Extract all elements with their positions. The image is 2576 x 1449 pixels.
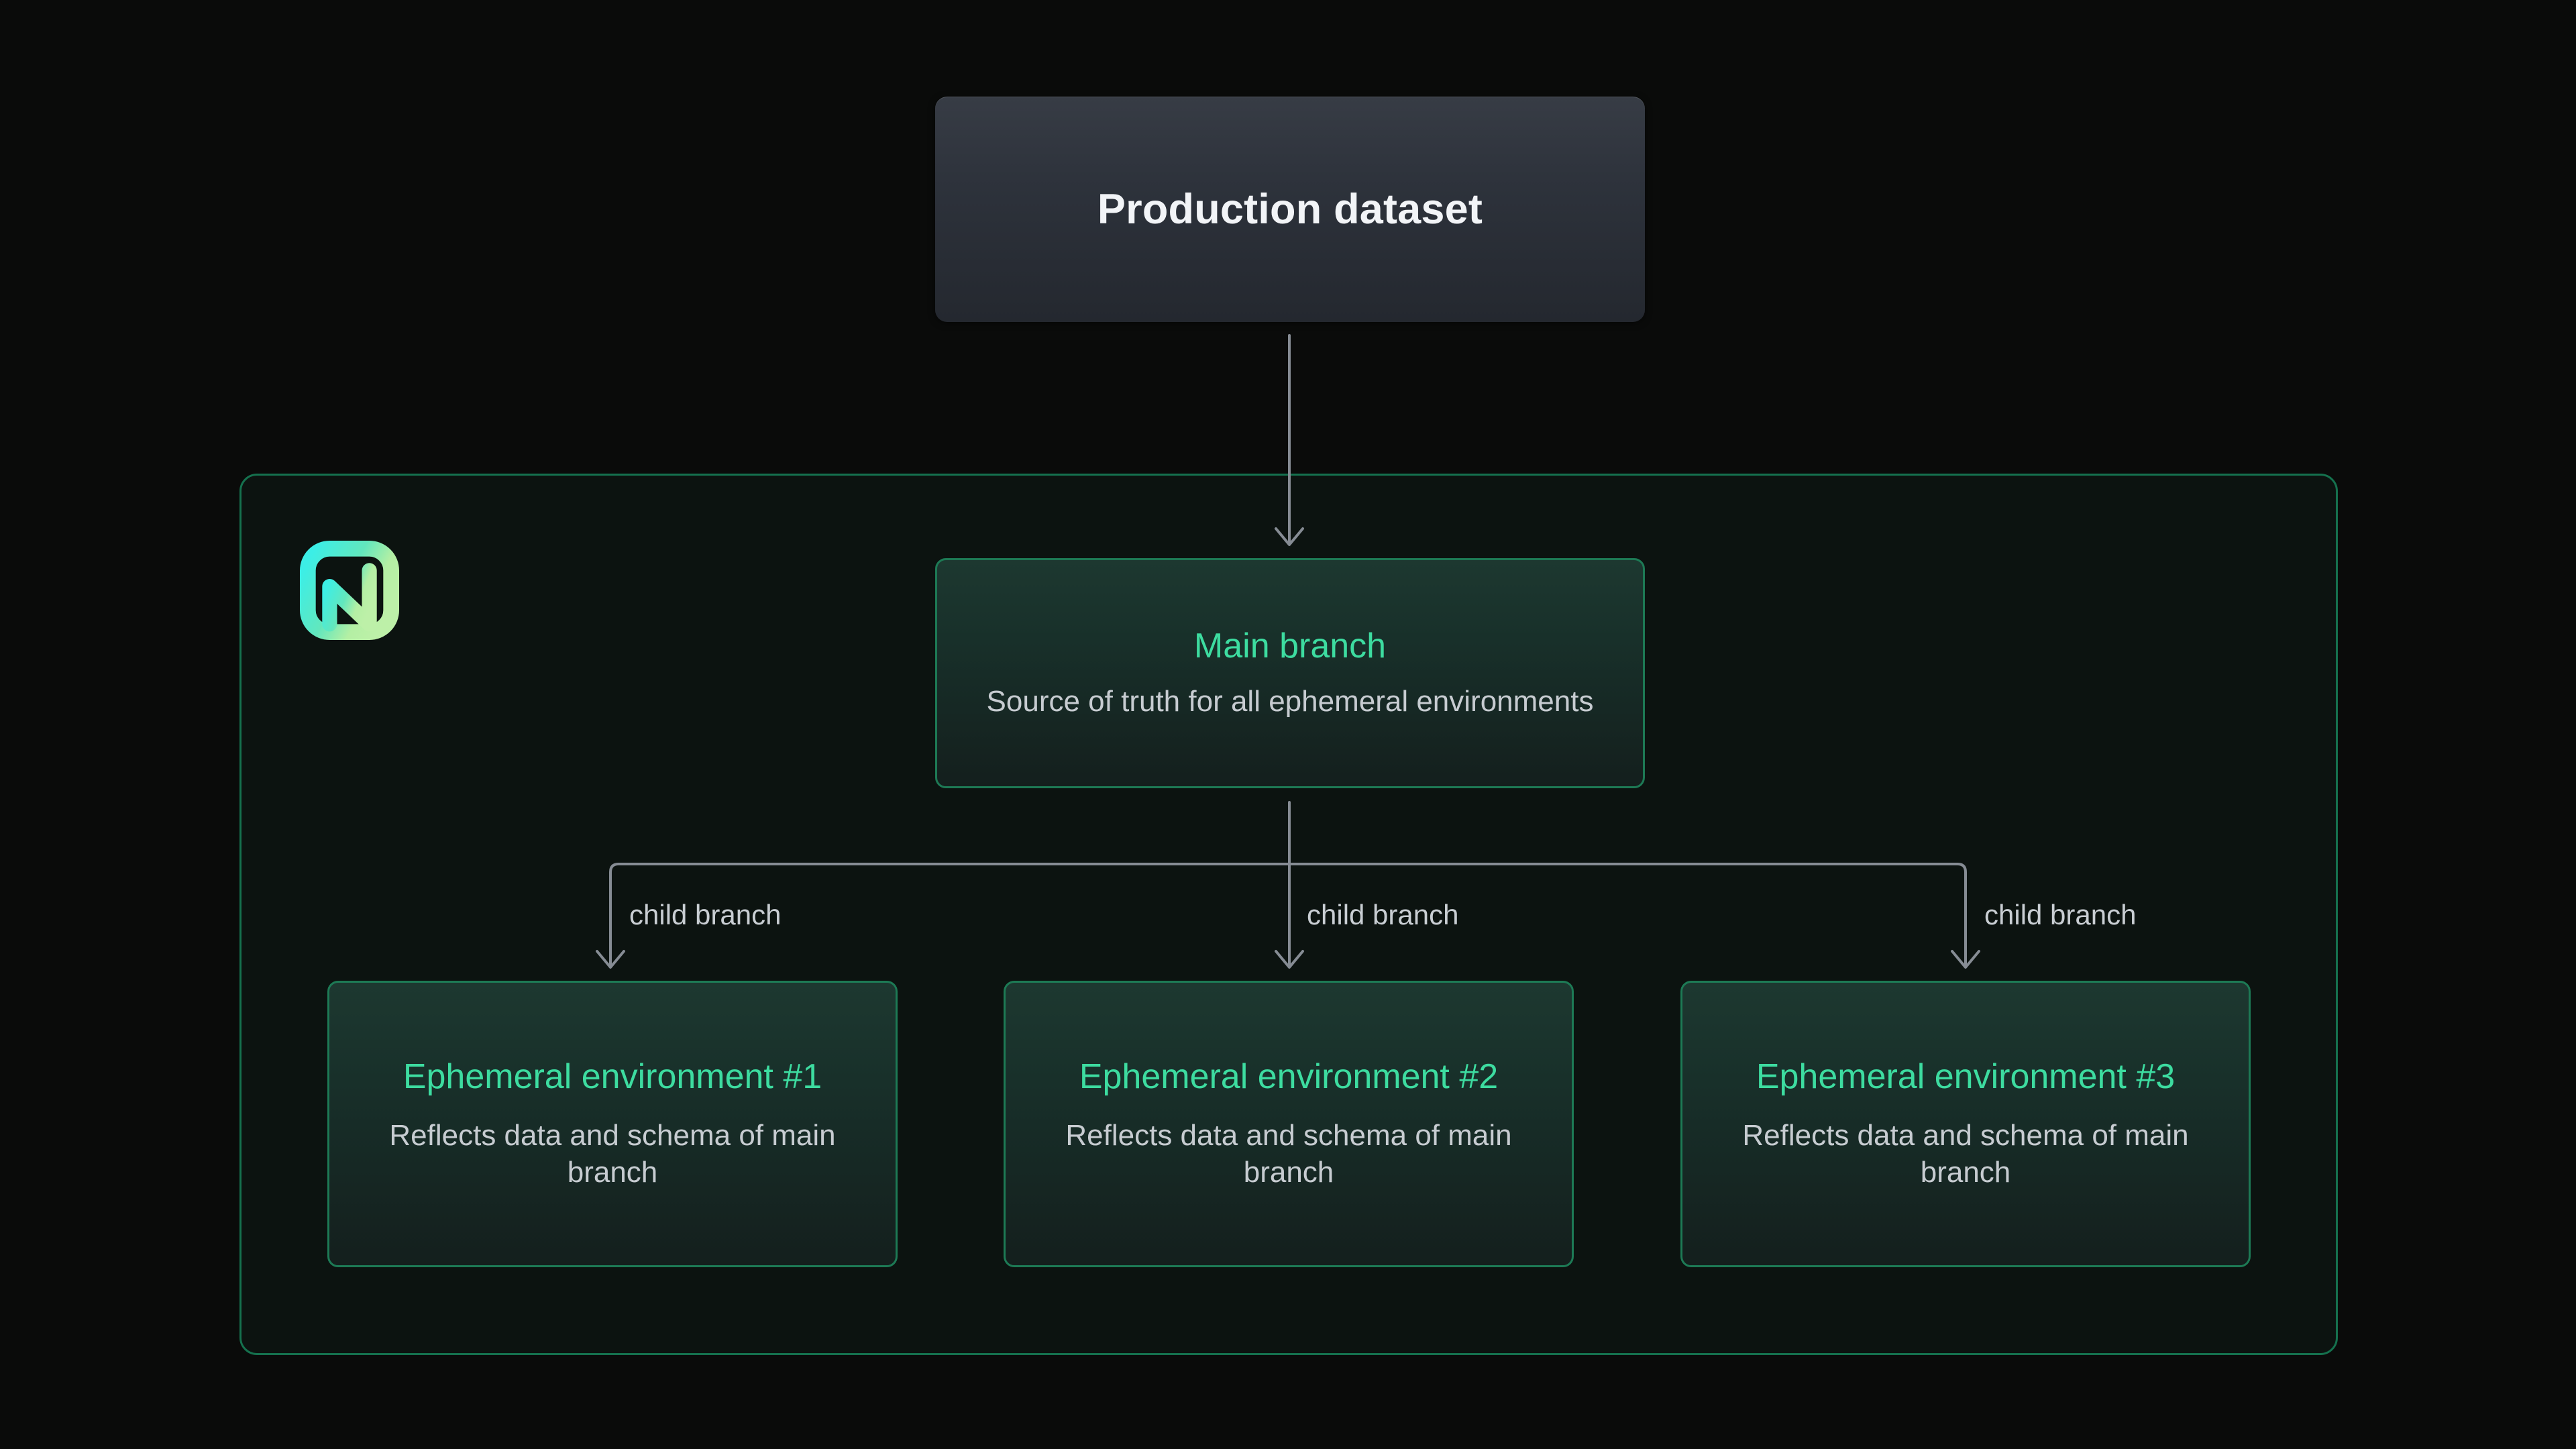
production-dataset-card: Production dataset — [935, 97, 1645, 322]
ephemeral-environment-title-3: Ephemeral environment #3 — [1756, 1057, 2176, 1097]
neon-logo — [300, 541, 399, 640]
ephemeral-environment-card-1: Ephemeral environment #1 Reflects data a… — [327, 981, 898, 1267]
edge-label-child-branch-1: child branch — [629, 899, 782, 930]
production-dataset-title: Production dataset — [1097, 186, 1483, 233]
ephemeral-environment-description-2: Reflects data and schema of main branch — [1065, 1118, 1512, 1189]
main-branch-description: Source of truth for all ephemeral enviro… — [986, 685, 1594, 718]
ephemeral-environment-card-2: Ephemeral environment #2 Reflects data a… — [1004, 981, 1574, 1267]
edge-label-child-branch-3: child branch — [1984, 899, 2137, 930]
edge-label-child-branch-2: child branch — [1307, 899, 1459, 930]
ephemeral-environment-description-1: Reflects data and schema of main branch — [389, 1118, 836, 1189]
ephemeral-environment-title-2: Ephemeral environment #2 — [1079, 1057, 1499, 1097]
ephemeral-environment-title-1: Ephemeral environment #1 — [402, 1057, 822, 1097]
ephemeral-environment-description-3: Reflects data and schema of main branch — [1742, 1118, 2189, 1189]
main-branch-title: Main branch — [1193, 627, 1387, 666]
main-branch-card: Main branch Source of truth for all ephe… — [935, 558, 1645, 788]
ephemeral-environment-card-3: Ephemeral environment #3 Reflects data a… — [1680, 981, 2251, 1267]
